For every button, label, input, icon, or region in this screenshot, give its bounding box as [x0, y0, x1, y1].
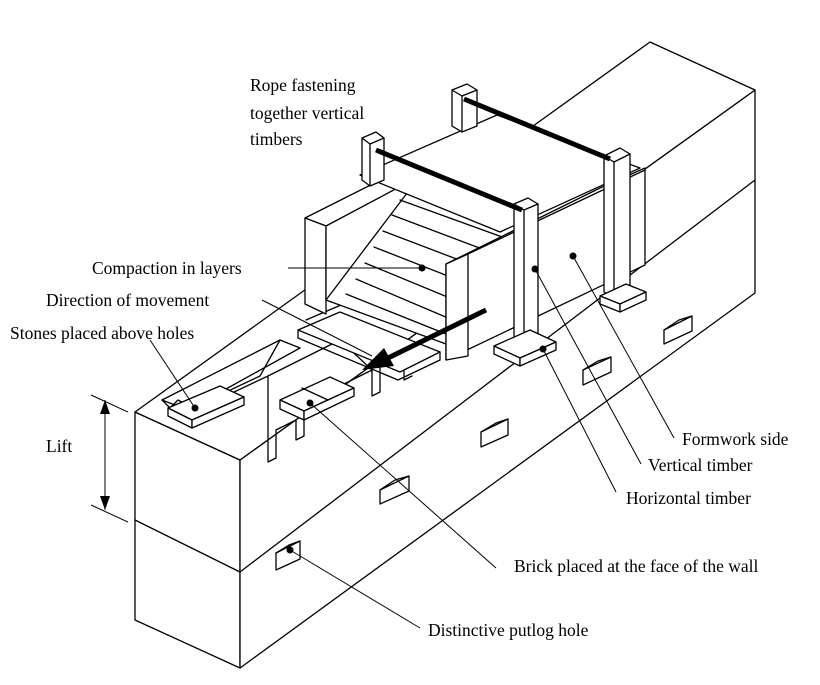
lift-label: Lift — [46, 436, 72, 456]
putlog-holes — [275, 315, 693, 571]
rope-label-line-1: Rope fastening — [250, 75, 356, 95]
ropes — [375, 96, 611, 213]
vertical-timbers — [361, 83, 647, 367]
stones-label: Stones placed above holes — [10, 323, 194, 343]
formwork-side-label: Formwork side — [682, 429, 789, 449]
putlog-label: Distinctive putlog hole — [428, 620, 589, 640]
current-lift — [161, 301, 449, 463]
brick — [279, 376, 355, 421]
labels: Rope fastening together vertical timbers… — [10, 75, 789, 640]
putlog-hole — [480, 418, 509, 448]
putlog-hole — [275, 540, 301, 571]
vertical-timber — [451, 83, 478, 133]
brick-label: Brick placed at the face of the wall — [514, 556, 759, 576]
formwork-board-rear-end — [304, 217, 327, 315]
rope-label-line-3: timbers — [250, 129, 303, 149]
horizontal-timber-label: Horizontal timber — [626, 488, 751, 508]
compaction-label: Compaction in layers — [92, 258, 242, 278]
rope-label-line-2: together vertical — [250, 103, 364, 123]
rope — [463, 96, 611, 162]
stone-slab — [167, 385, 245, 429]
leader-lines — [149, 252, 675, 629]
vertical-timber — [599, 147, 647, 313]
direction-label: Direction of movement — [46, 290, 209, 310]
vertical-timber — [361, 131, 385, 187]
vertical-timber-label: Vertical timber — [648, 455, 753, 475]
putlog-hole — [663, 315, 693, 345]
lift-dimension — [90, 394, 129, 523]
formwork-board-front-end — [445, 253, 469, 361]
rope — [375, 147, 523, 213]
direction-arrow — [362, 307, 488, 370]
